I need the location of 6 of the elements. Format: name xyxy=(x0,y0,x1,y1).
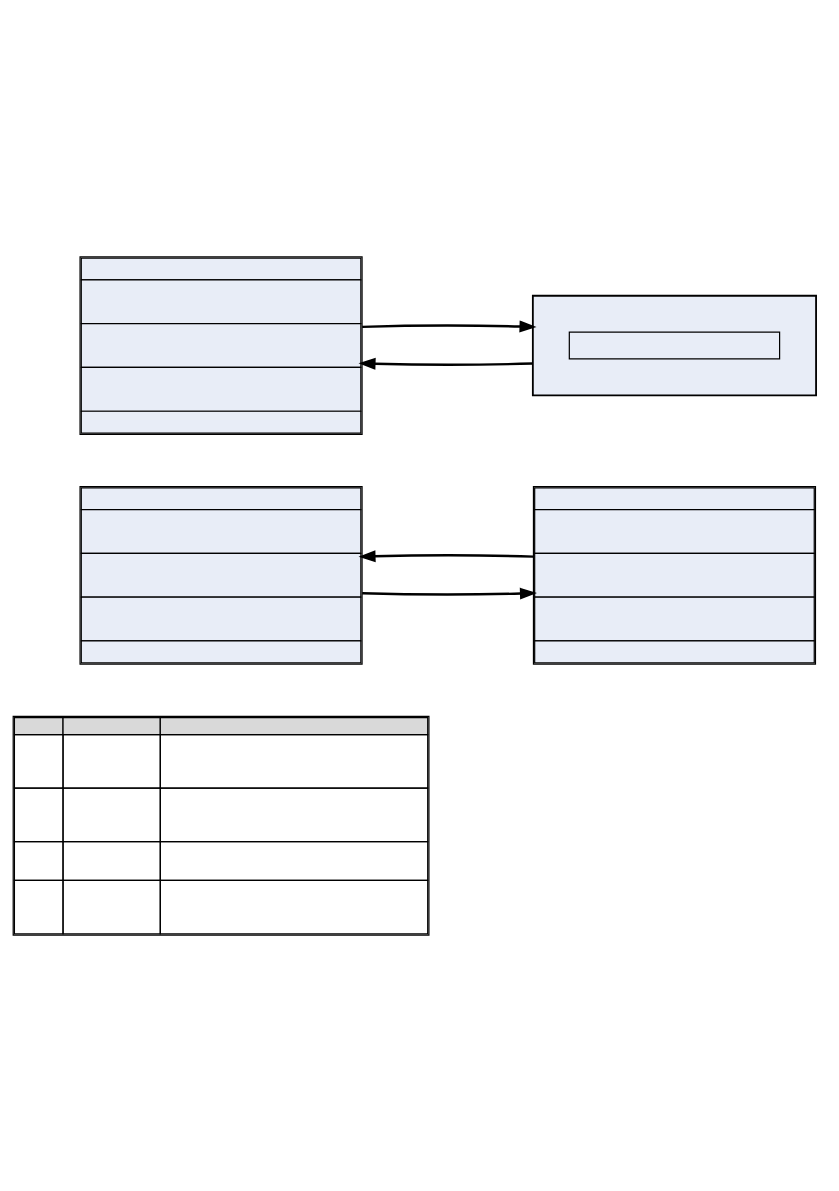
arrow xyxy=(358,549,534,562)
arrow xyxy=(362,320,537,332)
arrow xyxy=(362,587,537,600)
cluster xyxy=(531,294,817,396)
node-box xyxy=(568,331,781,360)
arrow xyxy=(358,357,533,370)
